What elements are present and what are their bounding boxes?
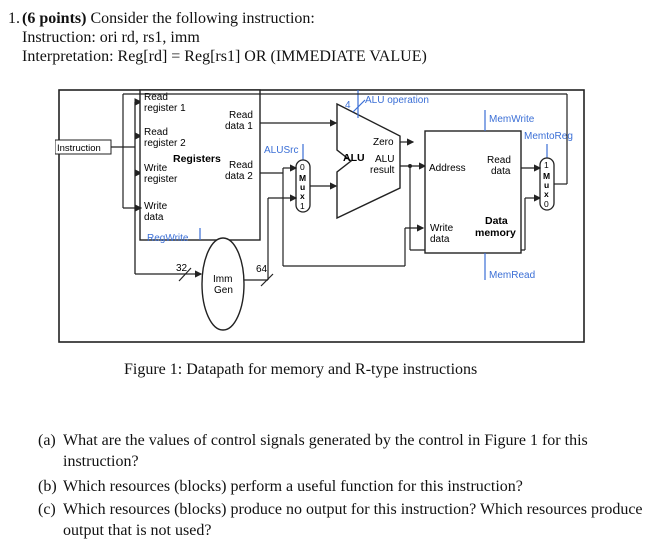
registers-title: Registers [173, 153, 221, 165]
mux1-label-u: u [300, 182, 305, 192]
mem-read-data-label-2: data [491, 166, 511, 177]
part-b: (b) Which resources (blocks) perform a u… [38, 476, 668, 497]
part-a: (a) What are the values of control signa… [38, 430, 668, 472]
imm-gen-wires [178, 198, 274, 287]
mux1-label-m: M [299, 173, 306, 183]
alu-op-bits-label: 4 [345, 100, 351, 111]
question-points: (6 points) [22, 10, 87, 27]
bits-32-label: 32 [176, 263, 188, 274]
alu-input-wires [260, 119, 425, 267]
read-register1-label-2: register 1 [144, 103, 186, 114]
imm-gen [201, 237, 245, 331]
interpretation-line: Interpretation: Reg[rd] = Reg[rs1] OR (I… [22, 48, 427, 65]
datapath-diagram: Instruction Read register 1 Read registe… [55, 89, 585, 343]
junction-dot [408, 164, 412, 168]
part-a-label: (a) [38, 432, 56, 449]
mux1-label-x: x [300, 191, 305, 201]
alu-op-wires [352, 90, 366, 118]
read-data1-label-2: data 1 [225, 121, 253, 132]
part-a-text: What are the values of control signals g… [63, 432, 588, 470]
data-memory-title-2: memory [475, 227, 516, 239]
part-b-label: (b) [38, 478, 57, 495]
read-data1-label: Read [229, 110, 253, 121]
mux1-label-0: 0 [300, 162, 305, 172]
mux1-label-1: 1 [300, 201, 305, 211]
imm-gen-label-2: Gen [214, 285, 233, 296]
alu-operation-label: ALU operation [365, 95, 429, 106]
write-data-label: Write [144, 201, 168, 212]
regwrite-label: RegWrite [147, 233, 189, 244]
alu-result-label-2: result [370, 165, 395, 176]
instruction-line: Instruction: ori rd, rs1, imm [22, 29, 200, 46]
read-register2-label: Read [144, 127, 168, 138]
writeback-wires [122, 93, 568, 212]
data-memory-block [424, 130, 522, 254]
mem-write-data-label: Write [430, 223, 454, 234]
mux2-label-u: u [544, 180, 549, 190]
write-register-label-2: register [144, 174, 178, 185]
address-label: Address [429, 163, 466, 174]
mux2-label-1: 1 [544, 160, 549, 170]
memtoreg-label: MemtoReg [524, 131, 573, 142]
zero-label: Zero [373, 137, 394, 148]
part-c-text: Which resources (blocks) produce no outp… [63, 501, 643, 539]
mux2-label-m: M [543, 171, 550, 181]
alu-block [336, 102, 401, 220]
mem-write-data-label-2: data [430, 234, 450, 245]
read-data2-label-2: data 2 [225, 171, 253, 182]
memwrite-label: MemWrite [489, 114, 535, 125]
read-data2-label: Read [229, 160, 253, 171]
part-c-label: (c) [38, 501, 56, 518]
alu-result-label: ALU [375, 154, 394, 165]
read-register1-label: Read [144, 92, 168, 103]
registers-block [139, 89, 261, 241]
question-number: 1. [8, 10, 20, 27]
alusrc-label: ALUSrc [264, 145, 298, 156]
figure-caption: Figure 1: Datapath for memory and R-type… [124, 361, 478, 378]
mux2-label-x: x [544, 189, 549, 199]
mux2-label-0: 0 [544, 199, 549, 209]
question-prompt: Consider the following instruction: [90, 10, 315, 27]
write-data-label-2: data [144, 212, 164, 223]
mem-read-data-label: Read [487, 155, 511, 166]
imm-gen-label: Imm [213, 274, 232, 285]
part-c: (c) Which resources (blocks) produce no … [38, 499, 668, 541]
data-memory-title: Data [485, 215, 508, 227]
alu-title: ALU [343, 152, 365, 164]
part-b-text: Which resources (blocks) perform a usefu… [63, 478, 523, 495]
instruction-label: Instruction [57, 143, 101, 154]
memread-label: MemRead [489, 270, 535, 281]
bits-64-label: 64 [256, 264, 268, 275]
write-register-label: Write [144, 163, 168, 174]
read-register2-label-2: register 2 [144, 138, 186, 149]
